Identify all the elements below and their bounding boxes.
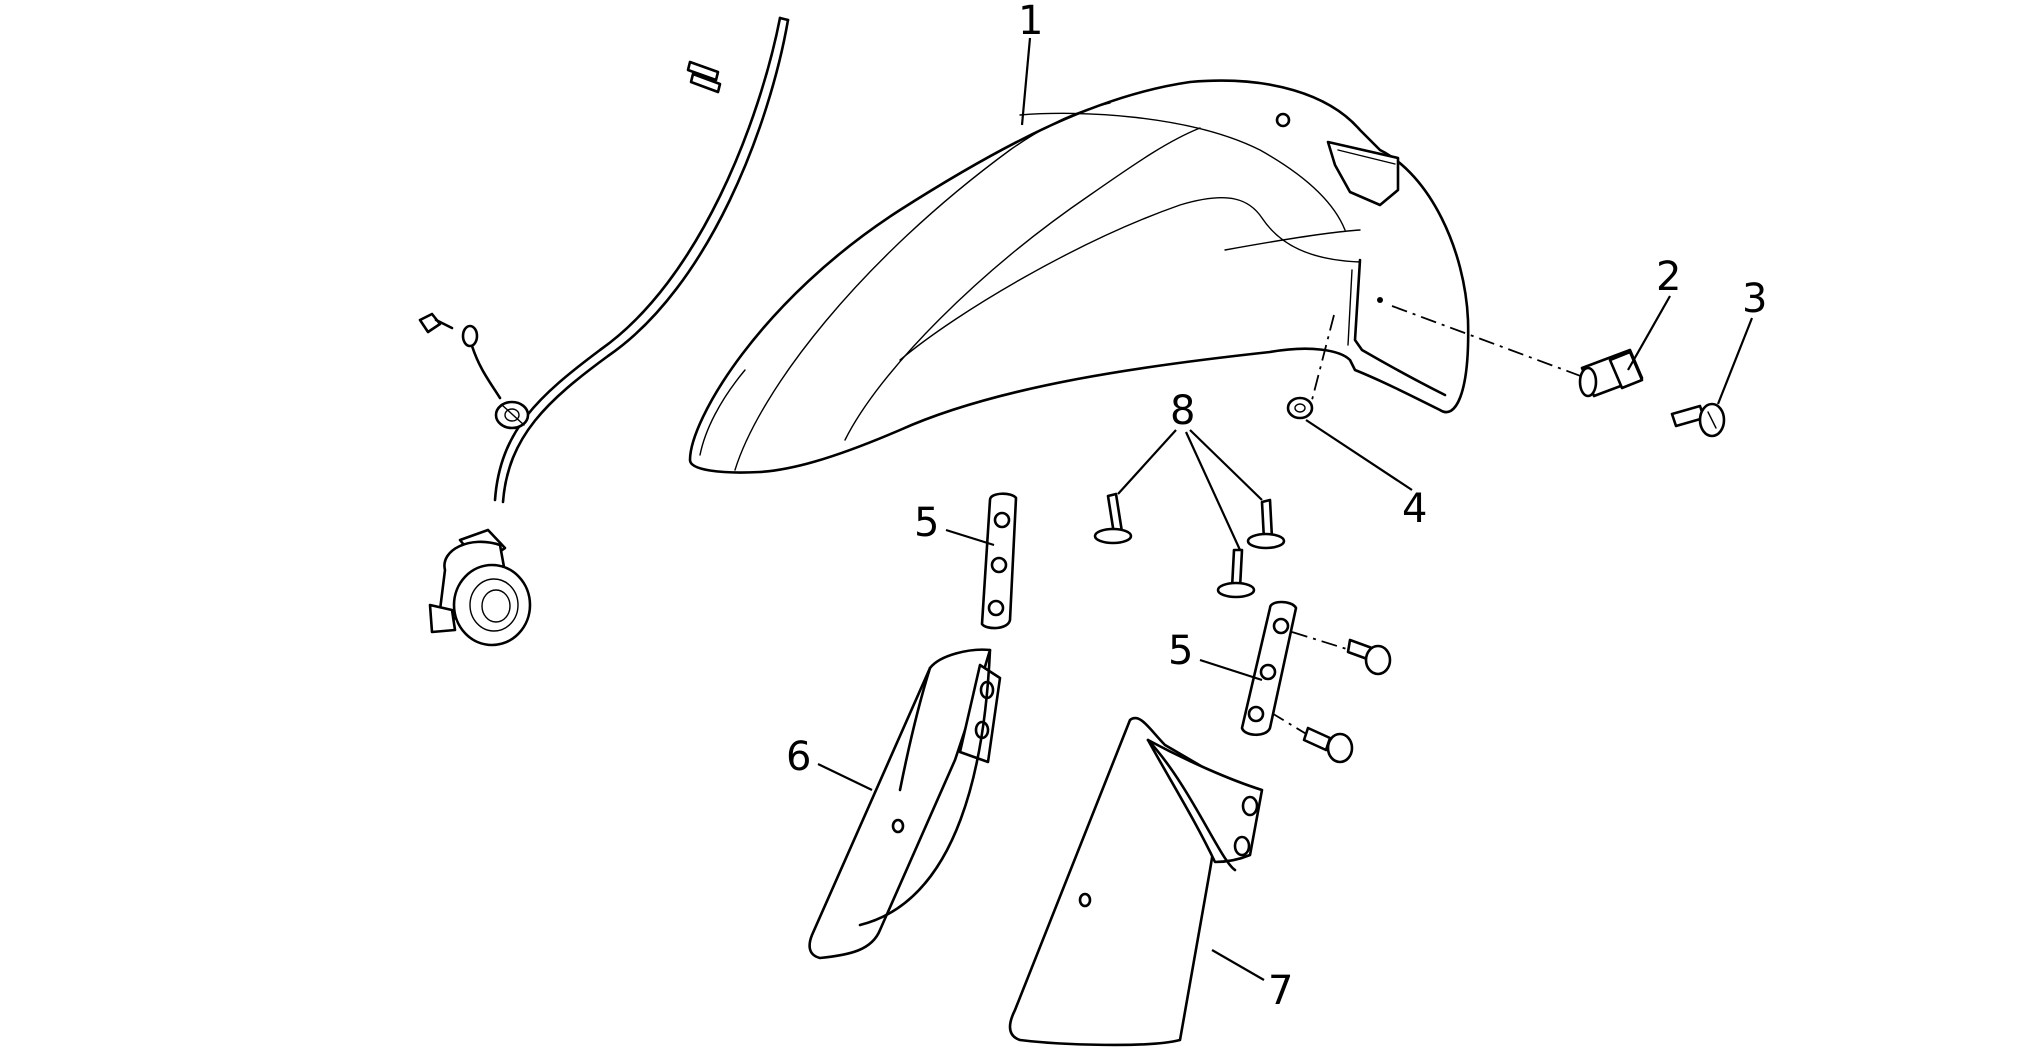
leader-3: [1716, 317, 1754, 405]
assembly-line-bolt-upper: [1291, 631, 1351, 651]
part-fork-cover-right: [1008, 716, 1264, 1047]
bolt-lower: [1302, 726, 1354, 764]
screw-c: [1216, 548, 1256, 599]
part-plate-right: [1240, 600, 1298, 737]
bolt-upper: [1346, 638, 1392, 676]
part-mudguard: [688, 79, 1470, 474]
sensor-screw: [418, 312, 454, 334]
leader-1: [1020, 37, 1032, 126]
callout-5a: 5: [914, 500, 939, 546]
assembly-line-nut: [1311, 314, 1335, 401]
screw-b: [1246, 498, 1286, 550]
leader-8a: [1117, 429, 1177, 495]
callout-7: 7: [1268, 968, 1293, 1014]
assembly-line-bolt-lower: [1269, 711, 1309, 736]
leader-4: [1305, 419, 1413, 491]
leader-8c: [1184, 431, 1242, 551]
callout-8: 8: [1170, 388, 1195, 434]
callout-5b: 5: [1168, 628, 1193, 674]
leader-lines: [817, 37, 1754, 981]
assembly-line-spacer: [1391, 305, 1587, 379]
part-spacer: [1578, 348, 1644, 398]
leader-5a: [945, 528, 995, 547]
leader-5b: [1199, 658, 1263, 682]
screw-a: [1093, 492, 1133, 545]
part-screw: [1670, 402, 1726, 438]
callout-2: 2: [1656, 254, 1681, 300]
callout-1: 1: [1018, 0, 1043, 44]
leader-2: [1627, 295, 1671, 371]
callout-6: 6: [786, 734, 811, 780]
leader-7: [1211, 949, 1265, 981]
leader-8b: [1189, 429, 1263, 501]
callout-3: 3: [1742, 276, 1767, 322]
part-plate-left: [980, 492, 1018, 630]
speed-sensor: [428, 528, 532, 647]
part-nut: [1286, 396, 1314, 420]
part-screws: [1093, 492, 1286, 599]
cable-clip: [686, 60, 722, 94]
part-speedometer-cable: [418, 16, 790, 647]
sensor-washer: [461, 324, 502, 400]
part-fork-cover-left: [808, 648, 1002, 960]
leader-6: [817, 763, 873, 791]
callouts: 1 2 3 4 5 5 6 7 8: [786, 0, 1767, 1014]
callout-4: 4: [1402, 486, 1427, 532]
sensor-nut: [494, 400, 530, 430]
